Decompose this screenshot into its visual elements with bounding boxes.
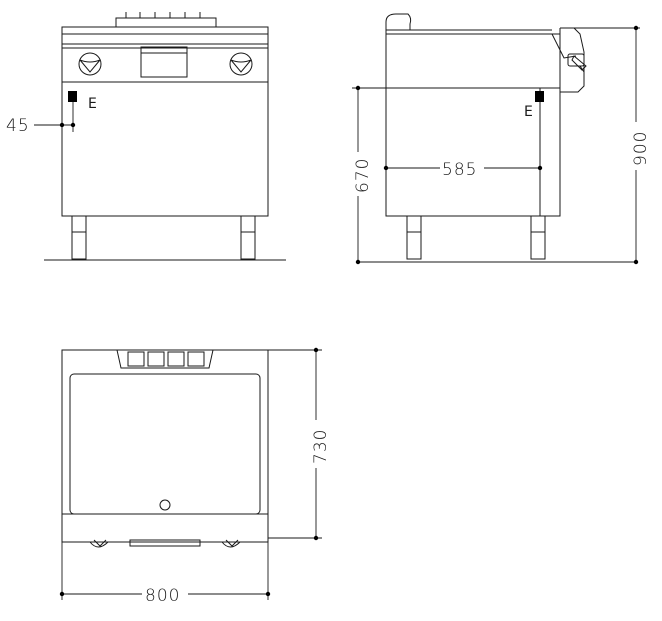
width-label: 800 [145,586,180,606]
front-connection-letter: E [88,96,97,112]
front-left-leg [71,215,87,260]
side-connection-letter: E [524,104,533,120]
front-connection-marker [68,91,77,102]
side-view: E 670 585 900 [348,13,651,265]
top-right-knob-icon [221,539,241,548]
top-view: 730 800 [59,347,331,606]
top-outline [61,349,269,543]
connection-depth-label: 585 [442,160,477,180]
side-knob-icon [567,53,587,73]
front-drawer [140,46,188,78]
side-cabinet [385,33,561,217]
front-top-plate [61,26,269,49]
drain-hole [159,499,171,511]
front-cabinet [61,81,269,217]
side-front-leg [530,215,546,260]
side-backsplash [385,13,412,30]
height-label: 900 [631,131,651,166]
top-left-knob-icon [89,539,109,548]
front-right-leg [240,215,256,260]
top-drawer [129,539,201,547]
griddle-plate [69,373,261,515]
vent-grille [116,349,214,369]
side-connection-marker [535,91,544,102]
front-backsplash [115,17,217,28]
depth-label: 730 [311,429,331,464]
left-knob-icon [78,52,102,76]
right-knob-icon [229,52,253,76]
connection-offset-label: 45 [6,116,30,136]
side-rear-leg [406,215,422,260]
counter-height-label: 670 [353,158,373,193]
front-view: E 45 [6,12,286,261]
